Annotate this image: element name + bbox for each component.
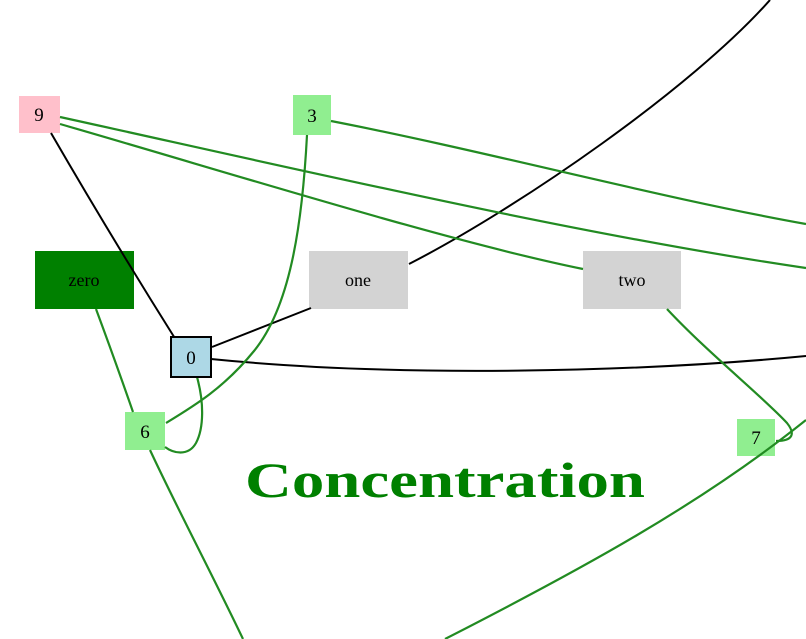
node-two-box: [583, 251, 681, 309]
node-zero-box: [35, 251, 134, 309]
graph-title: Concentration: [245, 452, 645, 508]
node-two-label: two: [619, 270, 646, 290]
edge-one-to-0: [211, 307, 312, 348]
node-9-box: [19, 96, 60, 133]
edge-zero-to-6: [94, 308, 135, 413]
edge-9-to-0: [50, 132, 177, 341]
node-6-label: 6: [140, 422, 150, 443]
edge-6-to-bottom: [149, 449, 244, 639]
node-0-label: 0: [186, 348, 196, 369]
node-7-label: 7: [751, 428, 761, 449]
edge-0-to-right: [210, 355, 806, 372]
node-6-box: [125, 412, 165, 450]
node-one-label: one: [345, 270, 371, 290]
edge-0-to-6: [164, 376, 204, 454]
edge-3-to-right: [330, 119, 806, 226]
node-0-box: [170, 336, 212, 378]
node-3-label: 3: [307, 106, 317, 127]
edge-bottom-to-7: [444, 419, 806, 639]
node-zero-label: zero: [69, 270, 100, 290]
node-9-label: 9: [34, 105, 44, 126]
edge-9-to-two: [59, 122, 584, 271]
node-one-box: [309, 251, 408, 309]
node-3-box: [293, 95, 331, 135]
edge-two-to-7: [666, 308, 793, 443]
edge-top-to-one: [408, 0, 771, 265]
edge-3-to-6: [165, 134, 309, 424]
edge-9-to-right: [59, 115, 806, 270]
